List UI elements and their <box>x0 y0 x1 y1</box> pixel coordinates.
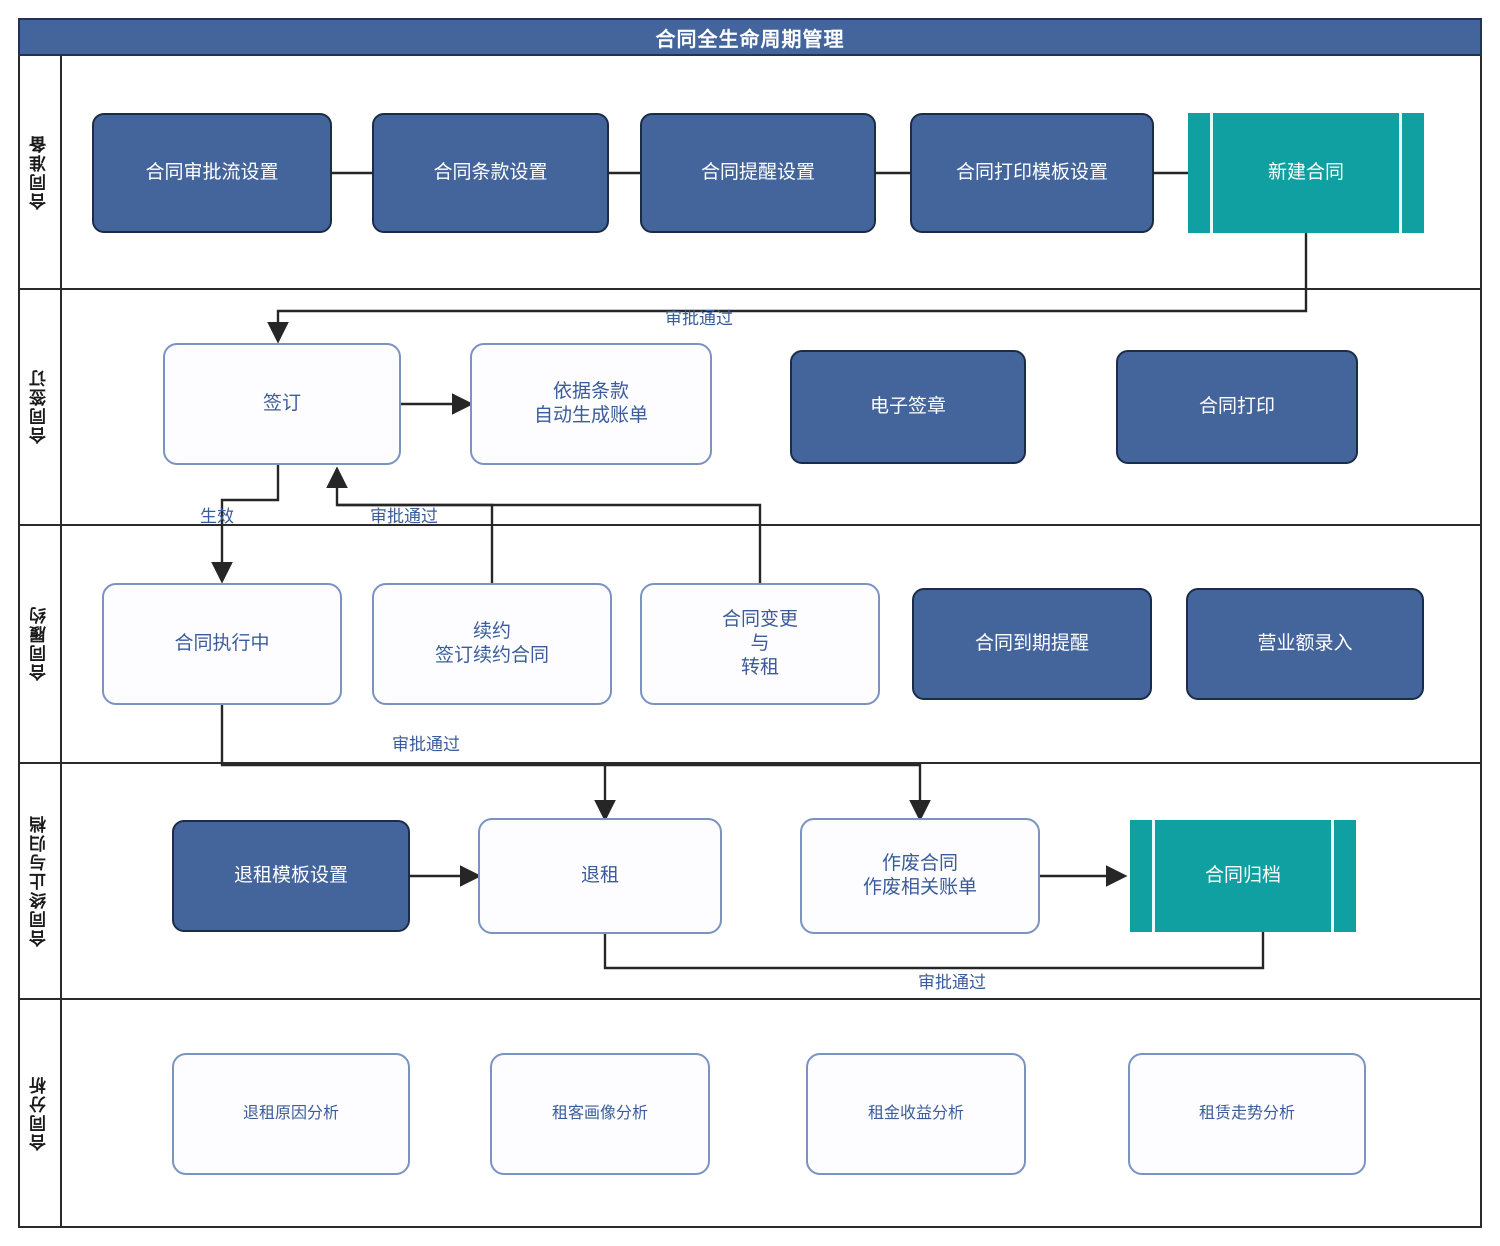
lane-separator-4 <box>18 998 1482 1000</box>
node-checkout-template[interactable]: 退租模板设置 <box>172 820 410 932</box>
node-print-template-setup[interactable]: 合同打印模板设置 <box>910 113 1154 233</box>
lane-label-perform-text: 合同履约 <box>29 605 49 681</box>
node-checkout[interactable]: 退租 <box>478 818 722 934</box>
node-expiry-reminder[interactable]: 合同到期提醒 <box>912 588 1152 700</box>
lane-label-rule-5 <box>60 998 62 1228</box>
node-rent-revenue[interactable]: 租金收益分析 <box>806 1053 1026 1175</box>
edge-label-approved-to-archive: 审批通过 <box>918 973 986 992</box>
node-void-contract[interactable]: 作废合同 作废相关账单 <box>800 818 1040 934</box>
edge-label-approved-back-sign: 审批通过 <box>370 507 438 526</box>
node-auto-bill[interactable]: 依据条款 自动生成账单 <box>470 343 712 465</box>
node-new-contract[interactable]: 新建合同 <box>1188 113 1424 233</box>
lane-label-terminate-text: 合同终止与归档 <box>29 813 49 947</box>
edge-label-approved-to-terminate: 审批通过 <box>392 735 460 754</box>
node-contract-print[interactable]: 合同打印 <box>1116 350 1358 464</box>
lane-label-sign: 合同签订 <box>18 288 60 524</box>
lane-separator-2 <box>18 524 1482 526</box>
edge-label-approved-to-sign: 审批通过 <box>665 309 733 328</box>
node-clause-setup[interactable]: 合同条款设置 <box>372 113 609 233</box>
node-e-seal[interactable]: 电子签章 <box>790 350 1026 464</box>
lane-label-analyze: 合同分析 <box>18 998 60 1228</box>
lane-separator-1 <box>18 288 1482 290</box>
page-title: 合同全生命周期管理 <box>18 18 1482 56</box>
lane-label-analyze-text: 合同分析 <box>29 1075 49 1151</box>
node-checkout-reason[interactable]: 退租原因分析 <box>172 1053 410 1175</box>
node-archive[interactable]: 合同归档 <box>1130 820 1356 932</box>
lane-label-rule-1 <box>60 56 62 288</box>
lane-label-prep-text: 合同准备 <box>29 134 49 210</box>
lane-separator-3 <box>18 762 1482 764</box>
lane-label-rule-2 <box>60 288 62 524</box>
lane-label-rule-3 <box>60 524 62 762</box>
node-reminder-setup[interactable]: 合同提醒设置 <box>640 113 876 233</box>
edge-label-effective: 生效 <box>200 507 234 526</box>
node-sign[interactable]: 签订 <box>163 343 401 465</box>
node-revenue-entry[interactable]: 营业额录入 <box>1186 588 1424 700</box>
node-renew[interactable]: 续约 签订续约合同 <box>372 583 612 705</box>
lane-label-terminate: 合同终止与归档 <box>18 762 60 998</box>
node-change-sublease[interactable]: 合同变更 与 转租 <box>640 583 880 705</box>
node-lease-trend[interactable]: 租赁走势分析 <box>1128 1053 1366 1175</box>
lane-label-sign-text: 合同签订 <box>29 368 49 444</box>
node-tenant-profile[interactable]: 租客画像分析 <box>490 1053 710 1175</box>
node-executing[interactable]: 合同执行中 <box>102 583 342 705</box>
lane-label-rule-4 <box>60 762 62 998</box>
lane-label-perform: 合同履约 <box>18 524 60 762</box>
lane-label-prep: 合同准备 <box>18 56 60 288</box>
node-approval-flow-setup[interactable]: 合同审批流设置 <box>92 113 332 233</box>
